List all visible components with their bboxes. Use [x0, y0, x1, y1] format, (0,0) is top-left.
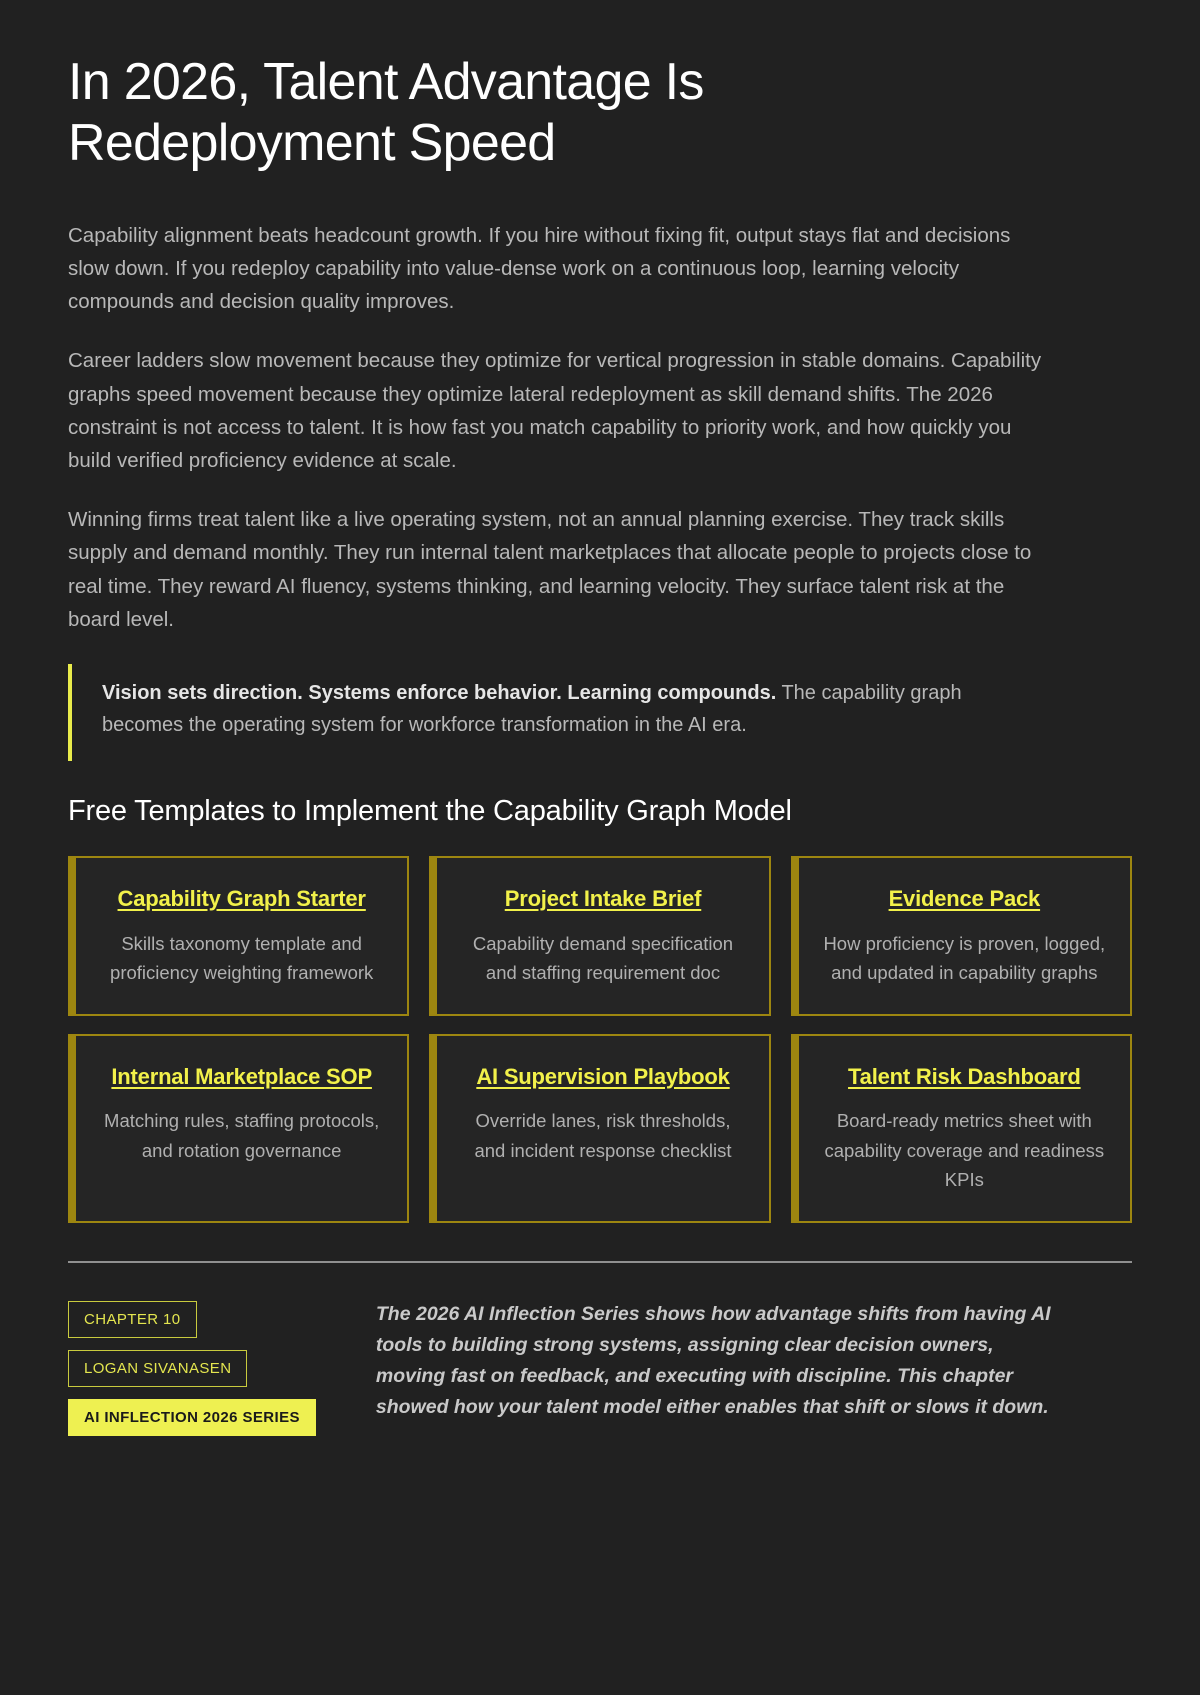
- template-card-description: Capability demand specification and staf…: [472, 932, 734, 984]
- body-paragraph-2: Career ladders slow movement because the…: [68, 349, 1042, 472]
- template-card[interactable]: AI Supervision Playbook Override lanes, …: [429, 1033, 771, 1223]
- template-card-grid: Capability Graph Starter Skills taxonomy…: [68, 856, 1132, 1223]
- templates-section-heading: Free Templates to Implement the Capabili…: [68, 795, 792, 828]
- badge-series[interactable]: AI INFLECTION 2026 SERIES: [68, 1398, 316, 1436]
- body-paragraph-1: Capability alignment beats headcount gro…: [68, 223, 1011, 314]
- template-card-description: Override lanes, risk thresholds, and inc…: [474, 1110, 732, 1161]
- template-card-title-link[interactable]: Talent Risk Dashboard: [848, 1063, 1081, 1089]
- template-card[interactable]: Project Intake Brief Capability demand s…: [429, 856, 771, 1016]
- article-footer: CHAPTER 10 LOGAN SIVANASEN AI INFLECTION…: [68, 1297, 1132, 1436]
- badge-chapter[interactable]: CHAPTER 10: [68, 1300, 197, 1338]
- footer-badge-list: CHAPTER 10 LOGAN SIVANASEN AI INFLECTION…: [68, 1297, 316, 1436]
- template-card[interactable]: Talent Risk Dashboard Board-ready metric…: [790, 1033, 1132, 1223]
- template-card[interactable]: Capability Graph Starter Skills taxonomy…: [68, 856, 410, 1016]
- callout-rest: The capability graph becomes the operati…: [102, 681, 962, 736]
- article-body: Capability alignment beats headcount gro…: [68, 219, 1132, 636]
- callout-text: Vision sets direction. Systems enforce b…: [102, 678, 998, 741]
- template-card-description: How proficiency is proven, logged, and u…: [823, 932, 1106, 984]
- page-title: In 2026, Talent Advantage Is Redeploymen…: [68, 53, 704, 173]
- template-card-title-link[interactable]: Evidence Pack: [888, 886, 1041, 912]
- template-card[interactable]: Internal Marketplace SOP Matching rules,…: [68, 1033, 410, 1223]
- template-card-description: Skills taxonomy template and proficiency…: [110, 932, 374, 984]
- badge-author[interactable]: LOGAN SIVANASEN: [68, 1349, 248, 1387]
- template-card[interactable]: Evidence Pack How proficiency is proven,…: [790, 856, 1132, 1016]
- template-card-title-link[interactable]: AI Supervision Playbook: [476, 1063, 730, 1089]
- template-card-title-link[interactable]: Internal Marketplace SOP: [111, 1063, 372, 1089]
- template-card-title-link[interactable]: Capability Graph Starter: [117, 886, 366, 912]
- template-card-description: Board-ready metrics sheet with capabilit…: [824, 1110, 1105, 1191]
- body-paragraph-3: Winning firms treat talent like a live o…: [68, 508, 1032, 631]
- template-card-description: Matching rules, staffing protocols, and …: [104, 1110, 380, 1161]
- callout-blockquote: Vision sets direction. Systems enforce b…: [68, 663, 998, 762]
- callout-lead: Vision sets direction. Systems enforce b…: [102, 681, 777, 704]
- footer-divider: [68, 1260, 1132, 1263]
- footer-summary-note: The 2026 AI Inflection Series shows how …: [375, 1302, 1051, 1419]
- template-card-title-link[interactable]: Project Intake Brief: [504, 886, 702, 912]
